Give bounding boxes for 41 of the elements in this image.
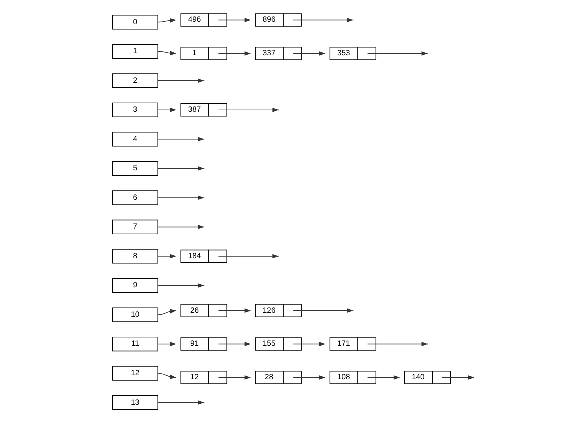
- arrow: [292, 18, 353, 22]
- arrow: [157, 137, 204, 142]
- node-box: 12: [112, 366, 158, 381]
- arrow: [157, 309, 176, 316]
- arrow: [218, 52, 251, 56]
- node-box: 4: [112, 132, 158, 147]
- node-box: 0: [112, 15, 158, 30]
- arrow: [157, 373, 176, 380]
- arrow: [157, 51, 176, 56]
- arrow: [218, 308, 251, 314]
- node-box: 6: [112, 190, 158, 206]
- arrow: [218, 18, 251, 22]
- node-box: 1: [112, 44, 158, 59]
- node-box: 5: [112, 161, 158, 176]
- arrow: [157, 400, 204, 405]
- arrow: [218, 108, 278, 112]
- arrow: [157, 18, 176, 23]
- arrow: [218, 376, 251, 380]
- node-box: 10: [112, 308, 158, 322]
- arrow: [366, 342, 428, 346]
- arrow: [157, 342, 176, 346]
- arrow: [157, 196, 204, 200]
- arrow: [366, 376, 400, 380]
- arrow: [157, 166, 204, 171]
- arrow: [157, 225, 204, 230]
- node-box: 8: [112, 249, 158, 264]
- arrow: [157, 254, 176, 259]
- node-box: 9: [112, 278, 158, 294]
- arrow: [157, 108, 176, 112]
- node-box: 7: [112, 220, 158, 235]
- arrow: [366, 52, 428, 56]
- node-box: 2: [112, 74, 158, 88]
- arrow: [218, 254, 278, 259]
- arrow: [157, 78, 204, 84]
- node-box: 13: [112, 396, 158, 410]
- node-box: 3: [112, 102, 158, 118]
- arrow: [292, 342, 326, 346]
- arrow: [218, 342, 251, 346]
- arrow: [292, 376, 326, 380]
- arrow: [292, 52, 326, 56]
- node-box: 11: [112, 336, 158, 352]
